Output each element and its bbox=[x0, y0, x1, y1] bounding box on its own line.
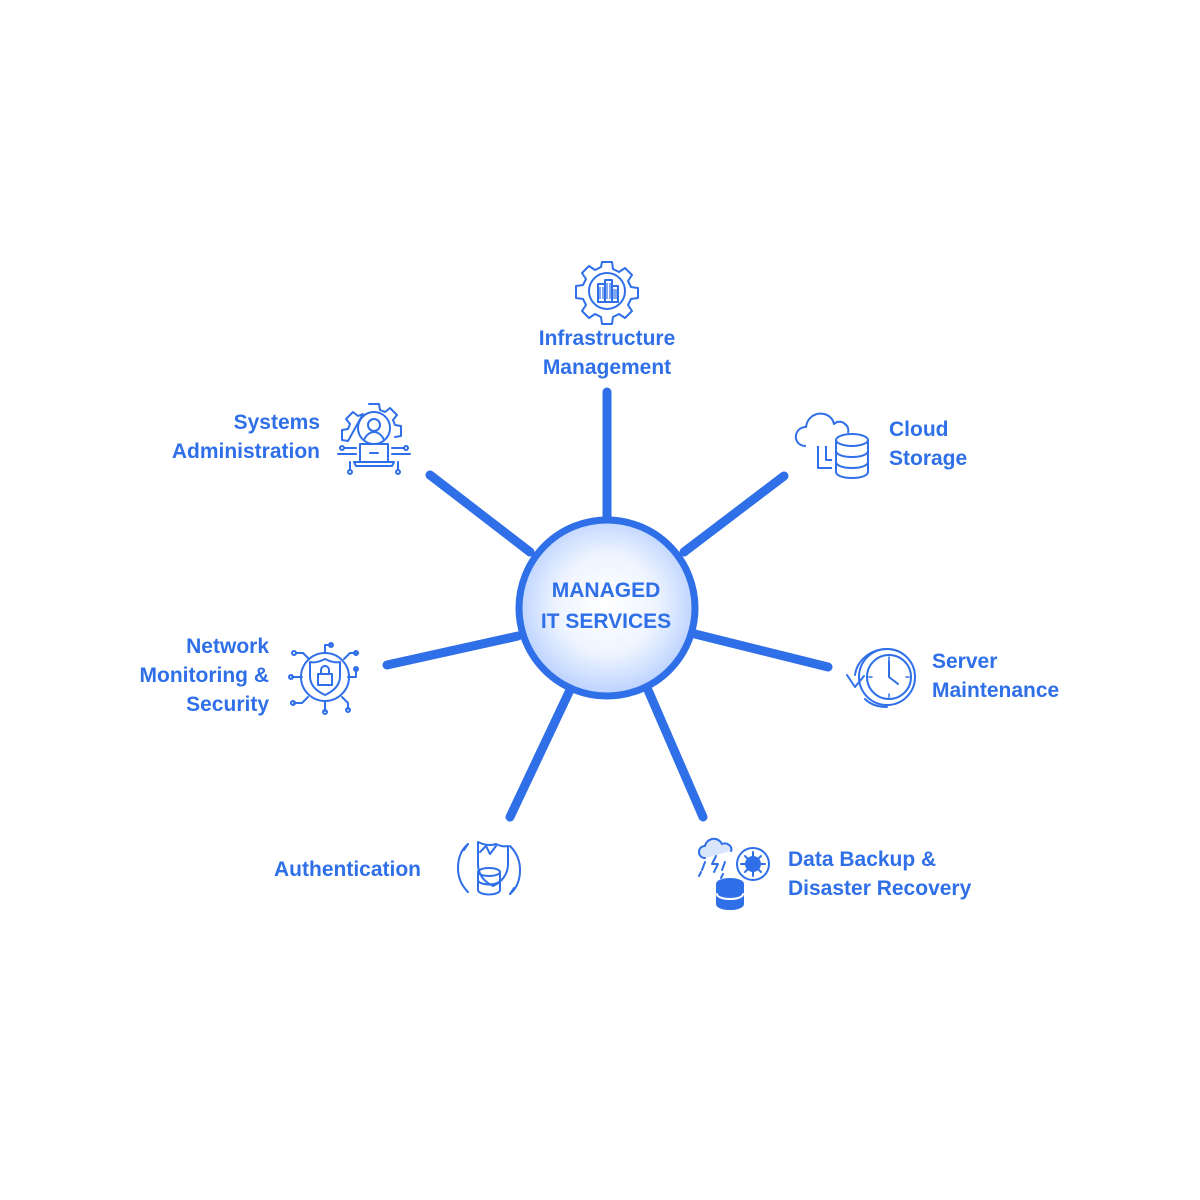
clock-refresh-icon bbox=[843, 645, 919, 709]
label-cloud-line1: Cloud bbox=[889, 418, 949, 441]
label-backup-line2: Disaster Recovery bbox=[788, 877, 972, 900]
shield-database-icon bbox=[456, 836, 522, 902]
label-backup-line1: Data Backup & bbox=[788, 848, 937, 871]
label-cloud-line2: Storage bbox=[889, 447, 968, 470]
connector-server bbox=[690, 629, 833, 672]
hub-label-line1: MANAGED bbox=[551, 579, 661, 602]
label-auth: Authentication bbox=[274, 855, 421, 884]
label-server: Server Maintenance bbox=[932, 647, 1059, 705]
storm-database-icon bbox=[697, 837, 775, 912]
connector-backup bbox=[643, 685, 708, 822]
label-infrastructure: Infrastructure Management bbox=[507, 324, 707, 382]
hub-label-line2: IT SERVICES bbox=[540, 610, 672, 633]
label-sysadmin-line2: Administration bbox=[171, 440, 320, 463]
cloud-database-icon bbox=[794, 406, 874, 482]
connector-sysadmin bbox=[425, 470, 535, 557]
label-server-line2: Maintenance bbox=[932, 679, 1060, 702]
label-network-line1: Network bbox=[186, 635, 269, 658]
hub-label: MANAGED IT SERVICES bbox=[513, 575, 699, 637]
label-network: Network Monitoring & Security bbox=[70, 632, 269, 719]
connector-cloud bbox=[679, 471, 789, 557]
label-sysadmin-line1: Systems bbox=[233, 411, 320, 434]
label-auth-line1: Authentication bbox=[274, 858, 421, 881]
hub-circle bbox=[515, 516, 699, 700]
gear-building-icon bbox=[574, 258, 640, 325]
label-infrastructure-line1: Infrastructure bbox=[538, 327, 676, 350]
label-infrastructure-line2: Management bbox=[542, 356, 672, 379]
label-backup: Data Backup & Disaster Recovery bbox=[788, 845, 971, 903]
label-server-line1: Server bbox=[932, 650, 998, 673]
connector-auth bbox=[505, 685, 575, 822]
shield-lock-circuit-icon bbox=[288, 639, 362, 715]
label-network-line2: Monitoring & bbox=[139, 664, 269, 687]
label-sysadmin: Systems Administration bbox=[120, 408, 320, 466]
admin-laptop-gear-icon bbox=[336, 400, 412, 478]
label-network-line3: Security bbox=[186, 693, 269, 716]
connector-network bbox=[382, 631, 523, 670]
label-cloud: Cloud Storage bbox=[889, 415, 967, 473]
